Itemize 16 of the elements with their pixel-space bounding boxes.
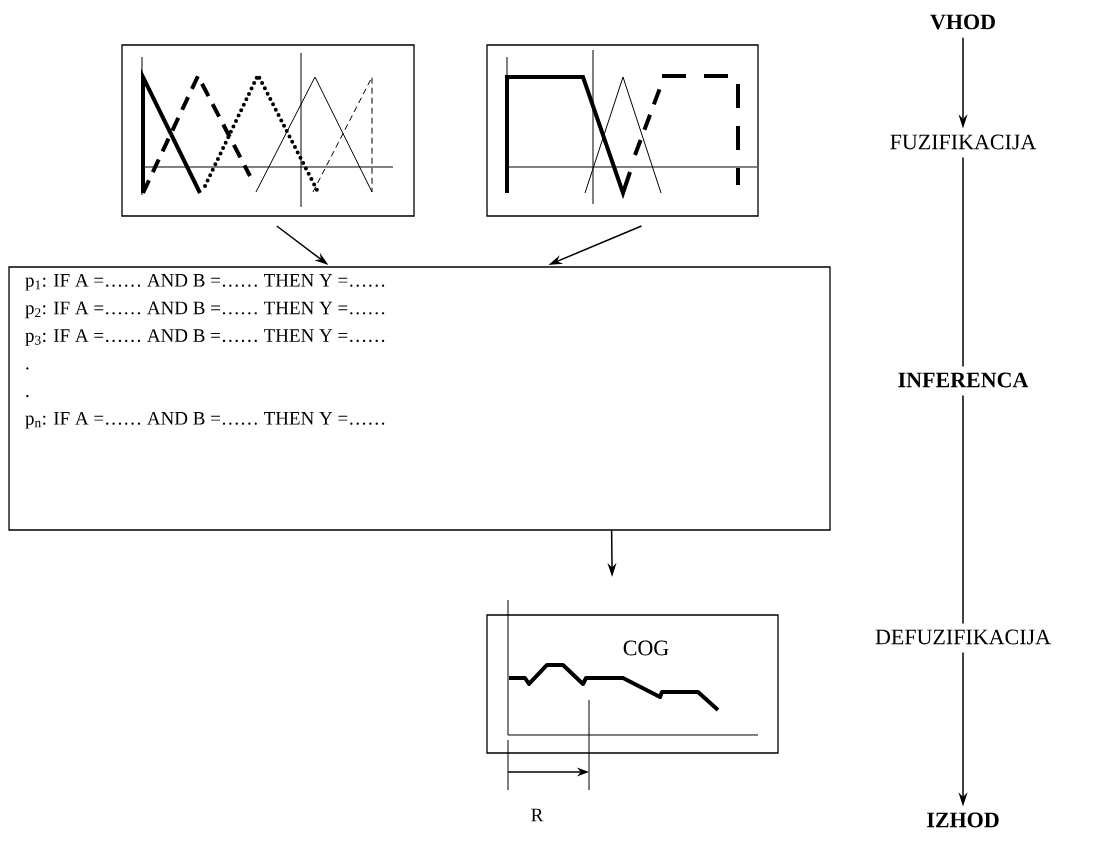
dimension-label: R xyxy=(531,808,544,822)
plot-box xyxy=(486,614,779,754)
rule-text: p$_{2}$: IF A =…… AND B =…… THEN Y =…… xyxy=(25,301,385,319)
stage-label: DEFUZIFIKACIJA xyxy=(875,629,1051,645)
rule-text: p$_{n}$: IF A =…… AND B =…… THEN Y =…… xyxy=(25,412,385,429)
stage-label: FUZIFIKACIJA xyxy=(890,134,1037,150)
stage-label: IZHOD xyxy=(927,812,999,828)
rule-text: . xyxy=(26,367,29,370)
plot-box xyxy=(121,44,415,217)
plot-box xyxy=(486,44,759,217)
stage-label: INFERENCA xyxy=(898,372,1029,388)
stage-label: VHOD xyxy=(930,14,995,30)
plot-label: COG xyxy=(623,640,669,656)
rule-text: p$_{1}$: IF A =…… AND B =…… THEN Y =…… xyxy=(25,274,385,291)
rule-text: p$_{3}$: IF A =…… AND B =…… THEN Y =…… xyxy=(25,329,385,346)
rule-text: . xyxy=(26,394,29,398)
